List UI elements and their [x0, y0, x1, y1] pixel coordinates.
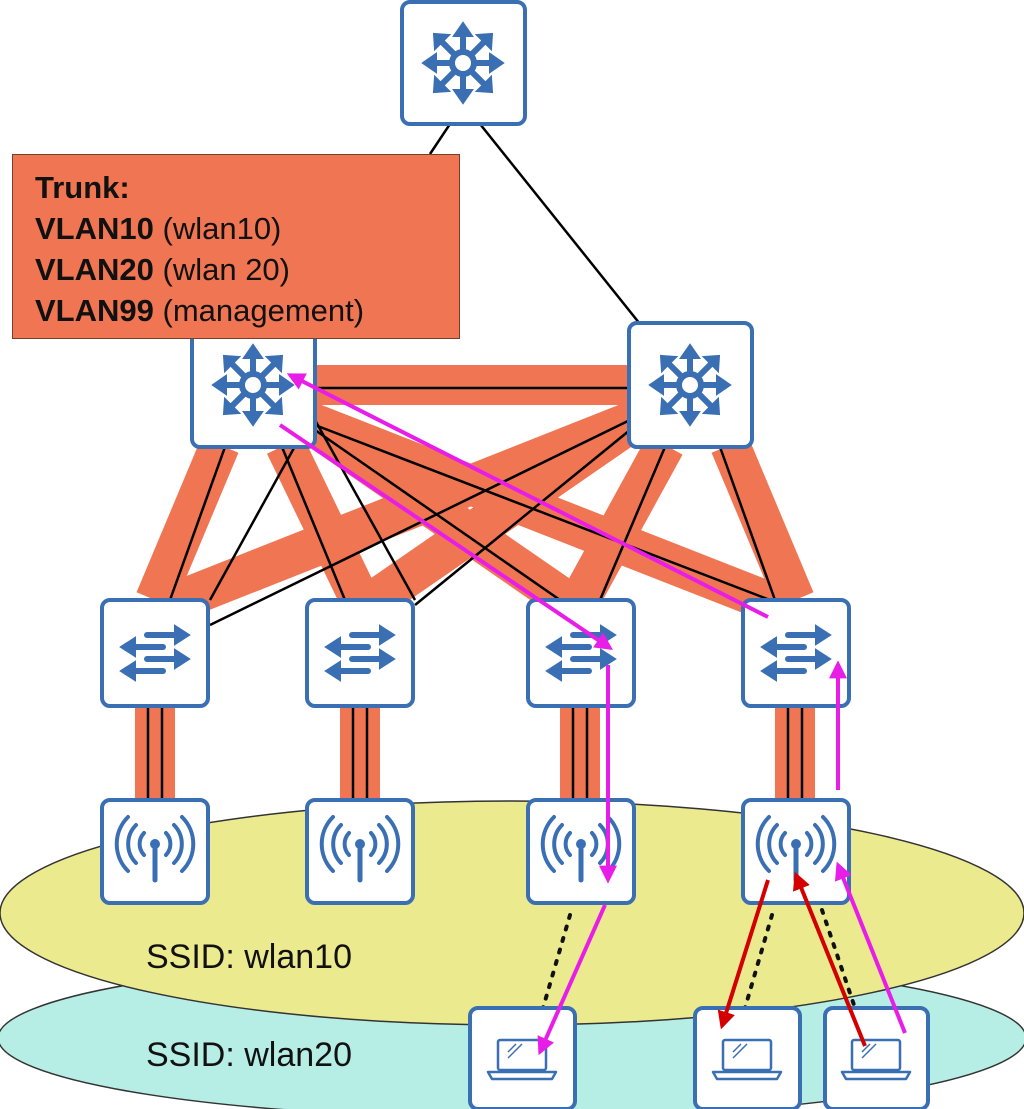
- access-switch-1[interactable]: [100, 598, 210, 708]
- trunk-vlan-line: VLAN10 (wlan10): [35, 208, 437, 249]
- vlan-desc: (wlan10): [162, 211, 282, 246]
- trunk-vlan-line: VLAN20 (wlan 20): [35, 249, 437, 290]
- ssid-wlan20-label: SSID: wlan20: [146, 1036, 352, 1074]
- flow-arrow: [278, 423, 613, 651]
- access-point-2[interactable]: [305, 798, 415, 905]
- trunk-title: Trunk:: [35, 170, 130, 205]
- links: [146, 123, 804, 800]
- flow-arrow: [834, 861, 907, 1034]
- vlan-id: VLAN20: [35, 252, 154, 287]
- access-point-4[interactable]: [741, 798, 851, 905]
- client-laptop-1[interactable]: [468, 1006, 577, 1109]
- distribution-router-right[interactable]: [627, 321, 754, 449]
- vlan-id: VLAN10: [35, 211, 154, 246]
- traffic-flow-wlan10: [278, 373, 907, 1056]
- access-switch-2[interactable]: [305, 598, 415, 708]
- access-switch-4[interactable]: [741, 598, 851, 708]
- flow-arrow: [793, 871, 867, 1047]
- vlan-id: VLAN99: [35, 293, 154, 328]
- distribution-router-left[interactable]: [190, 321, 317, 449]
- core-router[interactable]: [400, 0, 527, 126]
- flow-arrow: [286, 373, 769, 619]
- traffic-flow-local: [717, 871, 867, 1047]
- access-switch-3[interactable]: [526, 598, 636, 708]
- vlan-desc: (management): [162, 293, 365, 328]
- ssid-wlan10-label: SSID: wlan10: [146, 938, 352, 976]
- trunk-callout: Trunk: VLAN10 (wlan10) VLAN20 (wlan 20) …: [12, 154, 460, 339]
- vlan-desc: (wlan 20): [162, 252, 291, 287]
- wireless-links: [541, 908, 857, 1010]
- access-point-3[interactable]: [526, 798, 636, 905]
- trunk-vlan-line: VLAN99 (management): [35, 290, 437, 331]
- client-laptop-2[interactable]: [693, 1006, 802, 1109]
- flow-arrow: [537, 904, 607, 1056]
- client-laptop-3[interactable]: [823, 1006, 930, 1109]
- access-point-1[interactable]: [100, 798, 210, 905]
- flow-arrow: [717, 879, 770, 1030]
